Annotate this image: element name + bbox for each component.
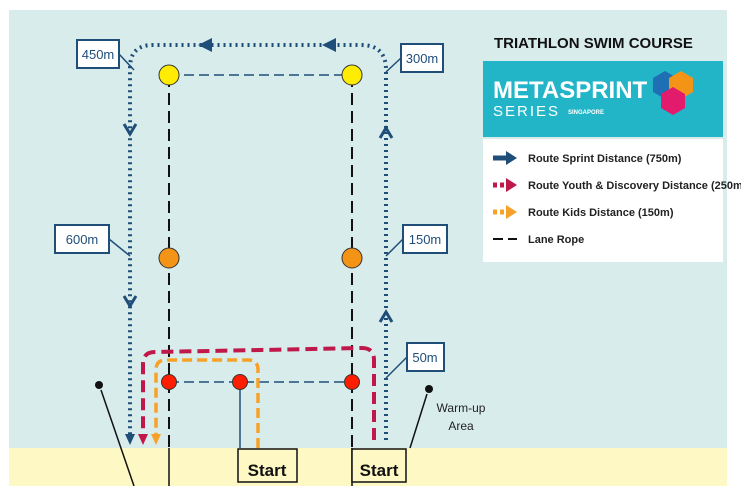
legend-box: [483, 139, 723, 262]
legend-item-youth: Route Youth & Discovery Distance (250m): [493, 178, 741, 192]
arrow-icon: [506, 151, 517, 165]
route-kids: [151, 358, 260, 448]
legend-title: TRIATHLON SWIM COURSE: [494, 35, 693, 52]
sprint-arrow-icon: [125, 434, 135, 445]
buoy-orange: [341, 247, 363, 269]
kids-arrow-icon: [151, 434, 161, 445]
brand-name: METASPRINT: [493, 77, 648, 104]
buoy-red: [232, 374, 248, 390]
distance-label: 50m: [412, 350, 437, 365]
brand-series: SERIES: [493, 103, 560, 120]
buoy-red: [161, 374, 177, 390]
warmup-area-label: Area: [448, 419, 474, 433]
warmup-line-left: [100, 389, 135, 486]
distance-label: 150m: [409, 232, 442, 247]
sprint-arrow-icon: [198, 38, 212, 52]
warmup-line-right: [409, 393, 428, 449]
legend: TRIATHLON SWIM COURSE METASPRINT SERIES …: [483, 35, 741, 262]
start-box-kids: Start: [237, 448, 298, 483]
distance-label: 600m: [66, 232, 99, 247]
buoy-yellow: [158, 64, 180, 86]
sprint-arrow-icon: [322, 38, 336, 52]
buoy-red: [344, 374, 360, 390]
distance-label: 450m: [82, 47, 115, 62]
buoy-orange: [158, 247, 180, 269]
buoy-yellow: [341, 64, 363, 86]
legend-item-lane-rope: Lane Rope: [493, 234, 584, 246]
sprint-chevron-icon: [122, 123, 138, 137]
start-label: Start: [360, 461, 399, 480]
sprint-chevron-icon: [122, 295, 138, 309]
warmup-marker-left: [95, 381, 103, 389]
distance-marker-50: 50m: [385, 342, 445, 379]
sprint-chevron-icon: [378, 309, 394, 323]
legend-label: Route Sprint Distance (750m): [528, 153, 682, 165]
run-icon: [661, 87, 685, 115]
distance-marker-150: 150m: [385, 224, 448, 257]
brand-region: SINGAPORE: [568, 110, 604, 116]
distance-marker-450: 450m: [76, 39, 135, 71]
warmup-marker-right: [425, 385, 433, 393]
arrow-icon: [506, 178, 517, 192]
sprint-chevron-icon: [378, 125, 394, 139]
legend-label: Route Kids Distance (150m): [528, 207, 674, 219]
arrow-icon: [506, 205, 517, 219]
legend-item-kids: Route Kids Distance (150m): [493, 205, 674, 219]
legend-item-sprint: Route Sprint Distance (750m): [493, 151, 682, 165]
youth-arrow-icon: [138, 434, 148, 445]
route-sprint: [122, 38, 394, 445]
route-youth: [138, 345, 376, 445]
distance-label: 300m: [406, 51, 439, 66]
legend-label: Lane Rope: [528, 234, 584, 246]
legend-label: Route Youth & Discovery Distance (250m): [528, 180, 741, 192]
distance-marker-600: 600m: [54, 224, 131, 257]
brand-banner: METASPRINT SERIES SINGAPORE: [483, 61, 723, 137]
start-box-main: Start: [351, 448, 407, 483]
start-label: Start: [248, 461, 287, 480]
distance-marker-300: 300m: [385, 43, 444, 73]
buoys: [158, 64, 363, 390]
warmup-area-label: Warm-up: [437, 401, 486, 415]
